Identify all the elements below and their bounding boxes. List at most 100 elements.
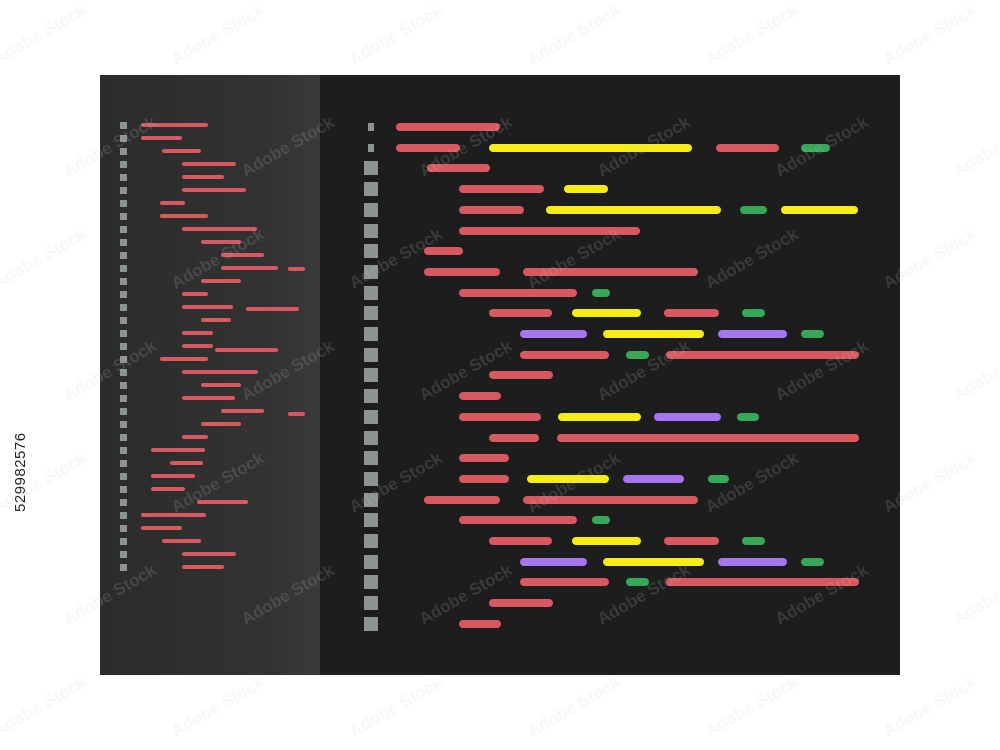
code-token-keyword <box>459 205 524 214</box>
minimap-line <box>201 318 231 322</box>
minimap-gutter-marker <box>120 187 127 194</box>
line-gutter-marker <box>364 409 378 424</box>
minimap-line <box>151 448 205 452</box>
watermark-stamp: Adobe Stock <box>950 112 1000 181</box>
code-token-keyword <box>666 578 859 587</box>
minimap-gutter-marker <box>120 135 127 142</box>
minimap-panel[interactable] <box>100 75 320 675</box>
code-token-number <box>592 516 610 525</box>
line-gutter-marker <box>364 596 378 611</box>
code-token-keyword <box>459 619 501 628</box>
code-token-keyword <box>666 350 859 359</box>
minimap-gutter-marker <box>120 486 127 493</box>
code-token-keyword <box>489 537 552 545</box>
line-gutter-marker <box>364 451 378 466</box>
minimap-gutter-marker <box>120 525 127 532</box>
watermark-stamp: Adobe Stock <box>702 0 802 69</box>
code-token-number <box>626 350 649 359</box>
code-token-keyword <box>424 267 500 276</box>
line-gutter-marker <box>364 244 378 259</box>
line-gutter-marker <box>364 471 378 486</box>
minimap-gutter-marker <box>120 317 127 324</box>
code-token-keyword <box>459 392 501 401</box>
minimap-line <box>288 267 305 271</box>
minimap-line <box>182 162 236 166</box>
code-token-string <box>527 474 609 483</box>
minimap-line <box>201 422 241 426</box>
minimap-line <box>160 201 185 205</box>
minimap-gutter-marker <box>120 265 127 272</box>
watermark-stamp: Adobe Stock <box>168 672 268 741</box>
minimap-line <box>162 539 201 543</box>
minimap-line <box>141 513 206 517</box>
watermark-stamp: Adobe Stock <box>0 0 90 69</box>
code-token-keyword <box>489 309 552 318</box>
code-token-number <box>708 474 729 483</box>
line-gutter-marker <box>364 161 378 176</box>
code-token-keyword <box>424 247 463 256</box>
minimap-line <box>182 305 233 309</box>
watermark-stamp: Adobe Stock <box>702 672 802 741</box>
line-gutter-marker <box>364 430 378 445</box>
minimap-line <box>246 307 299 311</box>
minimap-gutter-marker <box>120 200 127 207</box>
stock-id-watermark: 529982576 <box>12 432 29 512</box>
watermark-stamp: Adobe Stock <box>0 224 90 293</box>
code-token-number <box>801 330 824 338</box>
code-token-string <box>546 205 721 214</box>
minimap-gutter-marker <box>120 122 127 129</box>
minimap-line <box>160 357 208 361</box>
minimap-gutter-marker <box>120 512 127 519</box>
line-gutter-marker <box>364 347 378 362</box>
code-token-keyword <box>523 495 698 504</box>
code-token-string <box>558 412 641 421</box>
code-token-constant <box>654 412 721 421</box>
watermark-stamp: Adobe Stock <box>168 0 268 69</box>
watermark-stamp: Adobe Stock <box>950 336 1000 405</box>
line-gutter-marker <box>364 616 378 631</box>
minimap-line <box>215 348 278 352</box>
minimap-line <box>151 487 185 491</box>
minimap-line <box>182 175 224 179</box>
minimap-gutter-marker <box>120 278 127 285</box>
minimap-line <box>141 123 208 127</box>
code-token-number <box>801 557 824 566</box>
code-token-keyword <box>664 309 719 318</box>
line-gutter-marker <box>364 513 378 528</box>
minimap-gutter-marker <box>120 473 127 480</box>
code-token-string <box>564 185 608 194</box>
minimap-line <box>201 279 241 283</box>
watermark-stamp: Adobe Stock <box>524 0 624 69</box>
line-gutter-marker <box>364 492 378 507</box>
line-gutter-marker <box>364 264 378 279</box>
code-token-number <box>742 537 765 545</box>
code-token-number <box>742 309 765 318</box>
minimap-line <box>162 149 201 153</box>
watermark-stamp: Adobe Stock <box>0 672 90 741</box>
minimap-gutter-marker <box>120 356 127 363</box>
line-gutter-marker <box>368 143 374 152</box>
line-gutter-marker <box>364 223 378 238</box>
minimap-line <box>182 227 257 231</box>
code-token-constant <box>520 557 587 566</box>
minimap-gutter-marker <box>120 447 127 454</box>
watermark-stamp: Adobe Stock <box>346 672 446 741</box>
minimap-line <box>182 292 208 296</box>
minimap-line <box>201 383 241 387</box>
minimap-line <box>182 565 224 569</box>
line-gutter-marker <box>364 285 378 300</box>
minimap-line <box>151 474 195 478</box>
code-token-keyword <box>489 599 553 608</box>
code-pane[interactable] <box>320 75 900 675</box>
line-gutter-marker <box>364 368 378 383</box>
code-token-constant <box>718 330 787 338</box>
code-editor-window <box>100 75 900 675</box>
minimap-gutter-marker <box>120 382 127 389</box>
minimap-line <box>221 409 264 413</box>
code-token-keyword <box>489 433 539 442</box>
code-token-constant <box>718 557 787 566</box>
code-token-constant <box>623 474 684 483</box>
code-token-keyword <box>716 143 779 152</box>
minimap-gutter-marker <box>120 161 127 168</box>
code-token-keyword <box>557 433 859 442</box>
